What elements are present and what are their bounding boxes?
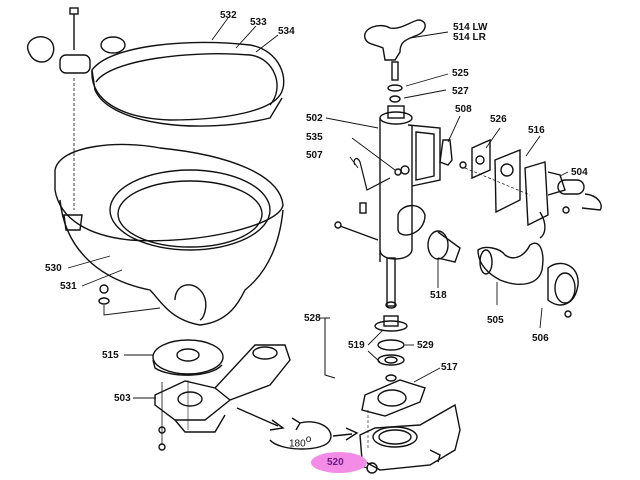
label-525: 525 [452, 68, 469, 79]
part-506-clamp [547, 262, 579, 318]
label-515: 515 [102, 350, 119, 361]
toilet-seat-lid [26, 36, 285, 127]
rotation-arrow-icon [236, 407, 359, 450]
part-528-shaft-assembly [324, 257, 408, 382]
label-517: 517 [441, 362, 458, 373]
label-514-lw: 514 LW [453, 22, 488, 33]
label-508: 508 [455, 104, 472, 115]
part-505-hose [477, 242, 544, 286]
label-502: 502 [306, 113, 323, 124]
label-530: 530 [45, 263, 62, 274]
label-531: 531 [60, 281, 77, 292]
rotation-label: 180o [289, 434, 311, 449]
part-503-base [154, 344, 291, 451]
toilet-bowl [54, 143, 284, 326]
part-515-gasket [152, 339, 224, 376]
label-503: 503 [114, 393, 131, 404]
label-534: 534 [278, 26, 295, 37]
part-502-pump-body [334, 105, 441, 262]
label-526: 526 [490, 114, 507, 125]
lower-pump-housing [359, 403, 461, 474]
label-516: 516 [528, 125, 545, 136]
label-519: 519 [348, 340, 365, 351]
label-507: 507 [306, 150, 323, 161]
label-527: 527 [452, 86, 469, 97]
label-529: 529 [417, 340, 434, 351]
side-valve-parts [439, 138, 602, 239]
leader-lines [67, 17, 569, 469]
label-533: 533 [250, 17, 267, 28]
hinge-bolt [63, 7, 83, 231]
label-520[interactable]: 520 [327, 457, 344, 468]
label-535: 535 [306, 132, 323, 143]
highlight-520-marker[interactable] [311, 452, 367, 473]
label-532: 532 [220, 10, 237, 21]
label-518: 518 [430, 290, 447, 301]
label-505: 505 [487, 315, 504, 326]
label-528: 528 [304, 313, 321, 324]
label-514-lr: 514 LR [453, 32, 486, 43]
part-518-valve [427, 230, 461, 263]
rotation-value: 180 [289, 438, 306, 450]
part-514-handle [364, 19, 426, 103]
degree-symbol: o [305, 434, 312, 445]
label-504: 504 [571, 167, 588, 178]
label-506: 506 [532, 333, 549, 344]
part-517-plate [361, 379, 426, 417]
